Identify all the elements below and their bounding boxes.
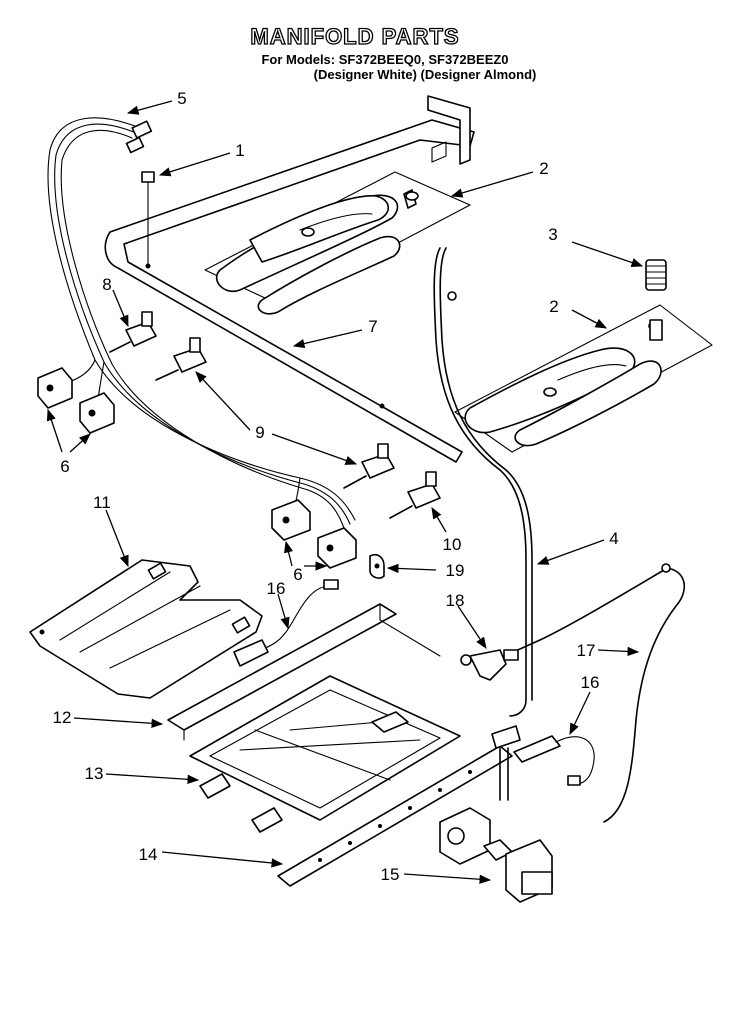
- callout-6-front: 6: [293, 565, 302, 584]
- manifold-tube-frame: [104, 95, 475, 463]
- valve-9-lower: [343, 443, 395, 489]
- screw: [141, 171, 155, 267]
- callout-4: 4: [609, 529, 618, 548]
- callout-18: 18: [446, 591, 465, 610]
- burner-assembly-front: [454, 304, 713, 453]
- valve-9-upper: [155, 337, 207, 381]
- finish-names: (Designer White) (Designer Almond): [314, 67, 537, 82]
- igniter-wire-right: [513, 735, 595, 786]
- igniter-wire-left: [233, 579, 339, 667]
- bracket-clip: [369, 553, 385, 579]
- callout-7: 7: [368, 317, 377, 336]
- model-numbers: For Models: SF372BEEQ0, SF372BEEZ0: [261, 52, 508, 67]
- burner-assembly-rear: [204, 171, 471, 315]
- callouts: 5 1 2 3 2 8 7 9 6 4 10 6 19 11 16 1: [46, 89, 644, 884]
- callout-9: 9: [255, 423, 264, 442]
- callout-3: 3: [548, 225, 557, 244]
- orifice-bar: [277, 745, 513, 887]
- igniter-switch-left-1: [37, 367, 73, 409]
- callout-14: 14: [139, 845, 158, 864]
- igniter-switch-front-2: [317, 527, 357, 569]
- callout-13: 13: [85, 764, 104, 783]
- callout-12: 12: [53, 708, 72, 727]
- diagram-title: MANIFOLD PARTS: [250, 24, 459, 49]
- valve-10: [389, 471, 441, 519]
- burner-box-frame: [167, 603, 461, 833]
- callout-5: 5: [177, 89, 186, 108]
- callout-16-left: 16: [267, 579, 286, 598]
- orifice-tube: [499, 563, 686, 823]
- callout-2-front: 2: [549, 297, 558, 316]
- callout-15: 15: [381, 865, 400, 884]
- callout-17: 17: [577, 641, 596, 660]
- gas-tube: [433, 247, 533, 717]
- callout-6-left: 6: [60, 457, 69, 476]
- callout-2-rear: 2: [539, 159, 548, 178]
- elbow-fitting: [460, 649, 519, 681]
- callout-8: 8: [102, 275, 111, 294]
- wire-harness: [47, 117, 356, 529]
- valve-8: [109, 311, 157, 353]
- pressure-regulator: [439, 725, 553, 903]
- igniter-switch-front-1: [271, 499, 311, 541]
- callout-10: 10: [443, 535, 462, 554]
- orifice-bar-holes: [318, 770, 472, 862]
- igniter-switch-left-2: [79, 392, 115, 434]
- callout-1: 1: [235, 141, 244, 160]
- callout-11: 11: [93, 493, 111, 512]
- callout-16-right: 16: [581, 673, 600, 692]
- callout-19: 19: [446, 561, 465, 580]
- spring: [645, 259, 667, 291]
- heat-shield: [29, 559, 263, 699]
